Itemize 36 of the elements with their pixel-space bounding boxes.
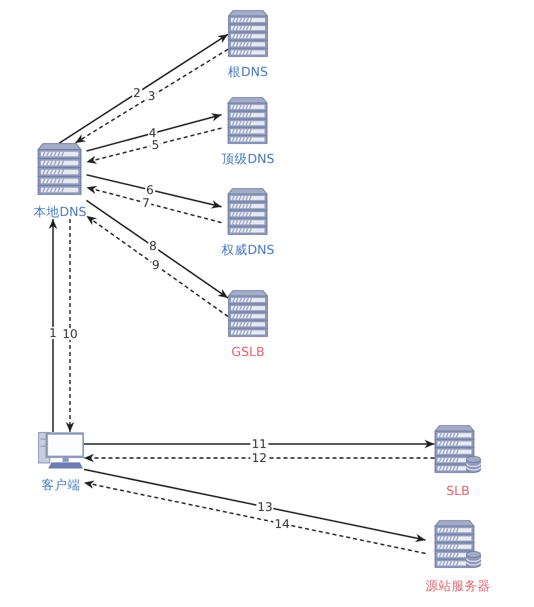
dashed-arrow (84, 454, 434, 462)
dashed-arrow (86, 186, 222, 224)
dashed-arrow (86, 127, 222, 164)
edge-label: 7 (141, 196, 151, 209)
edge-label: 9 (150, 259, 161, 272)
edge-label: 5 (150, 138, 160, 151)
node-label: 权威DNS (222, 243, 274, 257)
edge-label: 2 (132, 87, 142, 99)
arrow (59, 34, 228, 144)
node-label: 源站服务器 (426, 579, 490, 593)
arrow (84, 440, 434, 448)
node-label: 本地DNS (34, 205, 86, 219)
node-label: 客户端 (42, 478, 80, 492)
dashed-arrow (86, 215, 228, 318)
arrow (86, 174, 222, 208)
arrow (86, 113, 222, 152)
dashed-arrow (74, 48, 228, 144)
dashed-arrow (66, 219, 74, 432)
node-label: GSLB (231, 345, 265, 359)
edge-label: 14 (273, 518, 291, 530)
node-label: SLB (446, 484, 470, 498)
edge-label: 6 (145, 184, 155, 196)
edge-label: 8 (148, 240, 158, 252)
edge-label: 3 (146, 90, 156, 102)
edge-label: 4 (148, 127, 158, 140)
arrow (86, 200, 228, 299)
edge-label: 13 (256, 500, 274, 513)
node-label: 顶级DNS (222, 152, 274, 166)
edge-label: 11 (250, 438, 268, 450)
edge-label: 1 (48, 327, 58, 339)
edge-label: 12 (250, 452, 268, 464)
edge-label: 10 (61, 328, 79, 340)
arrow (48, 219, 58, 432)
node-label: 根DNS (228, 65, 268, 79)
dashed-arrow (84, 480, 426, 554)
arrow (84, 468, 426, 542)
